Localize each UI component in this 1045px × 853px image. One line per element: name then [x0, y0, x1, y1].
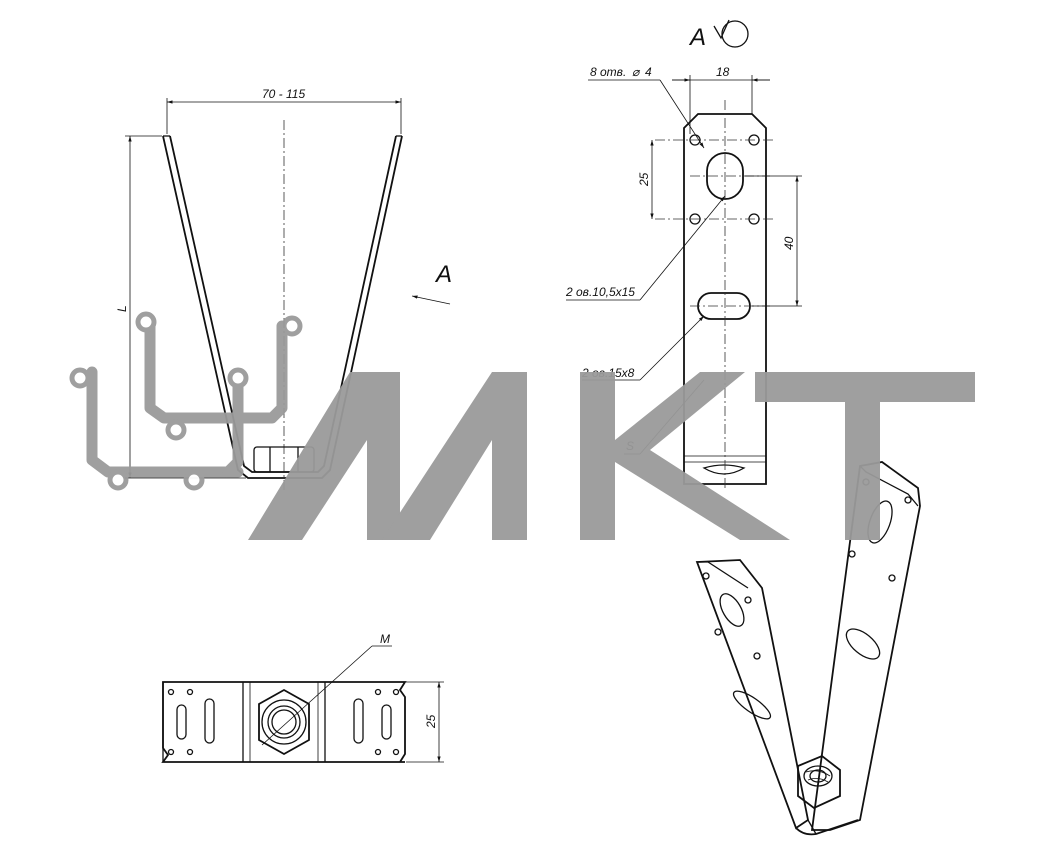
- nut-top: [258, 688, 310, 756]
- slot-lower: [697, 292, 751, 320]
- slot-small-note: 2 ов.10,5х15: [565, 285, 635, 299]
- watermark-letter-k: [580, 372, 790, 540]
- view-a-symbol-icon: [713, 19, 749, 48]
- front-width-dim: 70 - 115: [262, 87, 305, 101]
- thread-label: M: [380, 632, 390, 646]
- nut-isometric: [797, 754, 841, 810]
- watermark-letter-m: [248, 372, 400, 540]
- small-holes: [689, 134, 760, 225]
- watermark-letter-t: [755, 372, 975, 540]
- bottom-view: M 25: [161, 632, 444, 763]
- view-a-pitch-dim: 25: [637, 172, 651, 187]
- view-a-title: A: [688, 24, 706, 51]
- holes-note: 8 отв.: [590, 65, 626, 79]
- bottom-width-dim: 25: [424, 714, 438, 729]
- view-a-slot-spacing-dim: 40: [782, 236, 796, 250]
- isometric-view: [695, 461, 921, 836]
- holes-diameter: 4: [645, 65, 652, 79]
- front-length-dim: L: [115, 305, 129, 312]
- view-arrow-label: A: [434, 261, 452, 288]
- diameter-symbol-icon: ⌀: [632, 65, 641, 79]
- view-arrow: A: [411, 261, 452, 305]
- watermark-logo-icon: [69, 311, 303, 491]
- view-a-width-dim: 18: [716, 65, 730, 79]
- watermark: [69, 311, 975, 540]
